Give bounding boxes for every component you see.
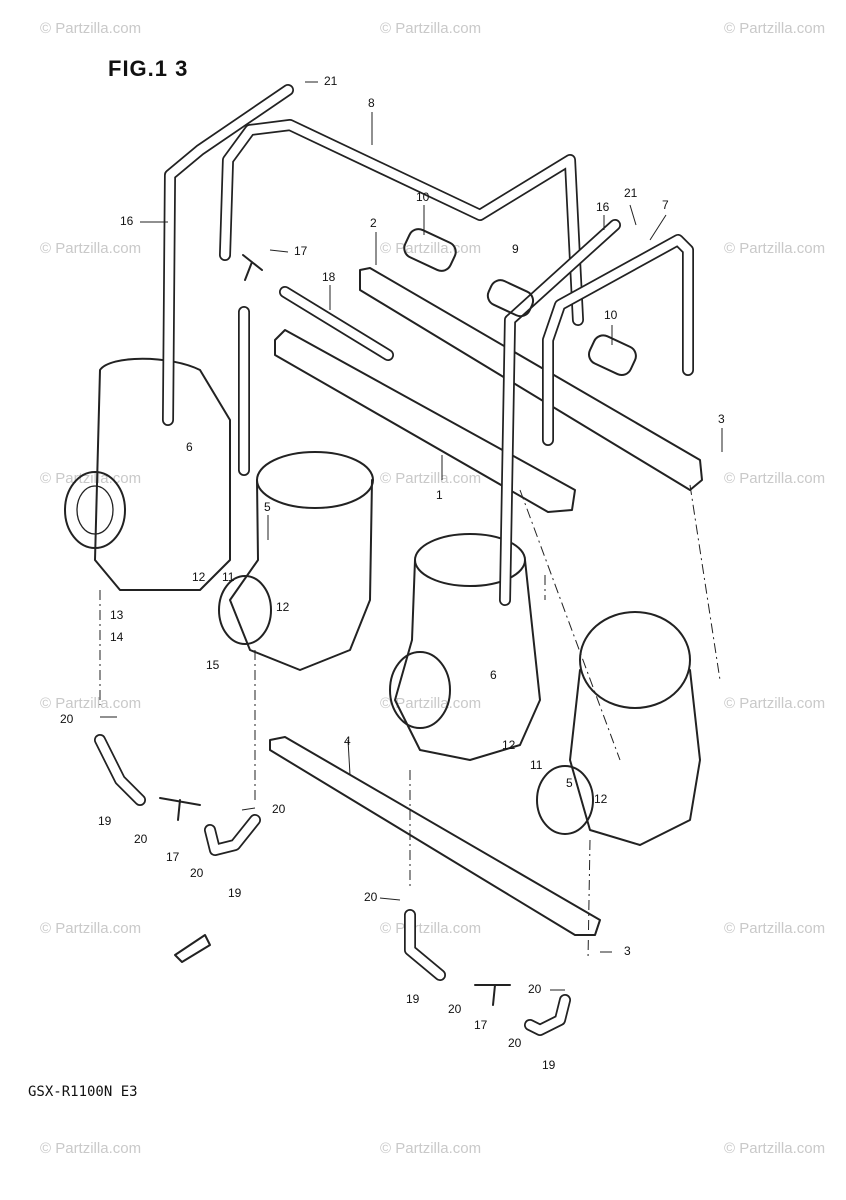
callout-11: 11 <box>222 570 235 584</box>
callout-20c: 20 <box>190 866 204 880</box>
callout-12b: 12 <box>276 600 290 614</box>
watermark: © Partzilla.com <box>724 470 826 487</box>
callout-5b: 5 <box>566 776 573 790</box>
callout-19a: 19 <box>98 814 112 828</box>
callout-14: 14 <box>110 630 124 644</box>
callout-12c: 12 <box>502 738 516 752</box>
callout-13: 13 <box>110 608 124 622</box>
sleeve-9 <box>486 279 535 318</box>
callout-3b: 3 <box>624 944 631 958</box>
callout-10b: 10 <box>604 308 618 322</box>
t-joint-17b <box>474 984 511 1006</box>
watermark: © Partzilla.com <box>724 1140 826 1157</box>
callout-21: 21 <box>324 74 338 88</box>
callout-17: 17 <box>294 244 308 258</box>
callout-19d: 19 <box>542 1058 556 1072</box>
callout-20e: 20 <box>364 890 378 904</box>
watermark: © Partzilla.com <box>40 695 142 712</box>
callout-2: 2 <box>370 216 377 230</box>
watermark: © Partzilla.com <box>724 920 826 937</box>
watermark: © Partzilla.com <box>40 1140 142 1157</box>
watermark: © Partzilla.com <box>40 240 142 257</box>
callout-17c: 17 <box>474 1018 488 1032</box>
callout-20h: 20 <box>528 982 542 996</box>
callout-12d: 12 <box>594 792 608 806</box>
carburetor-4 <box>536 611 701 846</box>
callout-1: 1 <box>436 488 443 502</box>
callout-11b: 11 <box>530 758 543 772</box>
watermark: © Partzilla.com <box>40 920 142 937</box>
callout-10: 10 <box>416 190 430 204</box>
callout-6b: 6 <box>490 668 497 682</box>
bracket-plate-2 <box>359 267 703 491</box>
carburetor-1 <box>64 357 231 591</box>
watermark: © Partzilla.com <box>40 20 142 37</box>
callout-20f: 20 <box>448 1002 462 1016</box>
callout-21b: 21 <box>624 186 638 200</box>
callout-3: 3 <box>718 412 725 426</box>
callout-20b: 20 <box>134 832 148 846</box>
callout-16: 16 <box>120 214 134 228</box>
carburetor-3 <box>389 533 541 761</box>
callout-20a: 20 <box>60 712 74 726</box>
sleeve-10b <box>588 334 637 377</box>
callout-9: 9 <box>512 242 519 256</box>
callout-12: 12 <box>192 570 206 584</box>
t-joint-17a <box>159 797 201 821</box>
t-joint-17c <box>242 254 263 281</box>
watermark: © Partzilla.com <box>724 695 826 712</box>
callout-19c: 19 <box>406 992 420 1006</box>
callout-18: 18 <box>322 270 336 284</box>
watermark: © Partzilla.com <box>380 470 482 487</box>
callout-8: 8 <box>368 96 375 110</box>
callout-20g: 20 <box>508 1036 522 1050</box>
callout-6: 6 <box>186 440 193 454</box>
model-code: GSX-R1100N E3 <box>28 1084 138 1100</box>
callout-4: 4 <box>344 734 351 748</box>
watermark: © Partzilla.com <box>724 20 826 37</box>
callout-5: 5 <box>264 500 271 514</box>
bracket-plate-1 <box>274 329 576 513</box>
watermark: © Partzilla.com <box>380 1140 482 1157</box>
callout-19b: 19 <box>228 886 242 900</box>
callout-7: 7 <box>662 198 669 212</box>
watermark: © Partzilla.com <box>380 695 482 712</box>
callout-17b: 17 <box>166 850 180 864</box>
watermark: © Partzilla.com <box>380 20 482 37</box>
watermark: © Partzilla.com <box>724 240 826 257</box>
callout-15: 15 <box>206 658 220 672</box>
carburetor-2 <box>218 451 374 671</box>
callout-20d: 20 <box>272 802 286 816</box>
figure-title: FIG.1 3 <box>108 56 189 81</box>
sleeve-10 <box>403 228 457 272</box>
front-arrow-icon <box>174 934 211 963</box>
callout-16b: 16 <box>596 200 610 214</box>
bracket-plate-4 <box>269 736 601 936</box>
